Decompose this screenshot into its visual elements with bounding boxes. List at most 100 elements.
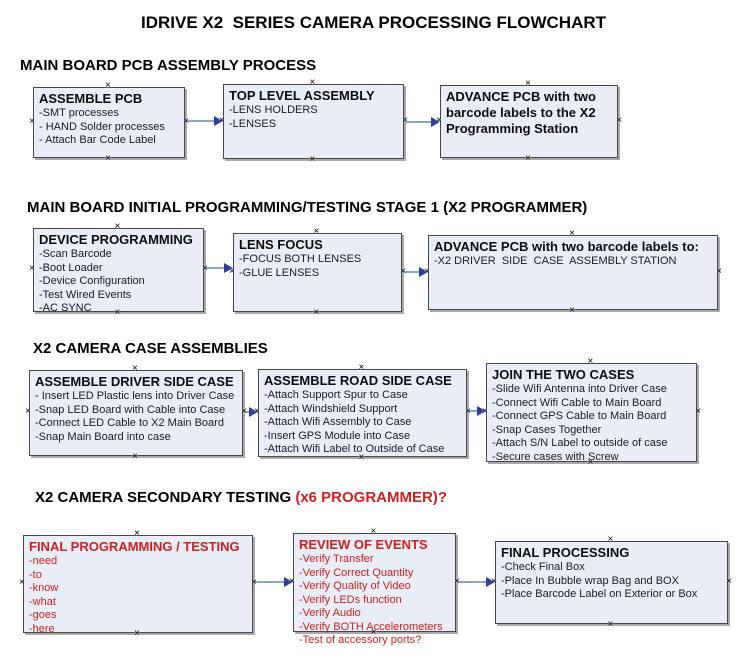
selection-handle-icon[interactable]: × <box>219 114 225 126</box>
box-item: -to <box>29 568 42 581</box>
box-item: -GLUE LENSES <box>239 266 320 279</box>
box-assemble-pcb[interactable]: ASSEMBLE PCB -SMT processes - HAND Solde… <box>29 81 189 164</box>
box-item: -goes <box>29 609 57 621</box>
heading-black-part: X2 CAMERA SECONDARY TESTING <box>35 489 292 506</box>
selection-handle-icon[interactable]: × <box>29 115 35 127</box>
selection-handle-icon[interactable]: × <box>607 619 614 630</box>
box-device-programming[interactable]: DEVICE PROGRAMMING -Scan Barcode -Boot L… <box>29 222 208 318</box>
selection-handle-icon[interactable]: × <box>607 534 614 545</box>
box-item: -Place Barcode Label on Exterior or Box <box>501 588 698 600</box>
flow-arrow[interactable] <box>467 406 486 416</box>
box-title: FINAL PROGRAMMING / TESTING <box>29 539 240 554</box>
selection-handle-icon[interactable]: × <box>251 577 257 588</box>
selection-handle-icon[interactable]: × <box>132 363 138 374</box>
page-title: IDRIVE X2 SERIES CAMERA PROCESSING FLOWC… <box>140 13 607 32</box>
box-title: TOP LEVEL ASSEMBLY <box>229 88 375 103</box>
selection-handle-icon[interactable]: × <box>105 153 111 164</box>
selection-handle-icon[interactable]: × <box>525 78 531 89</box>
selection-handle-icon[interactable]: × <box>569 305 575 316</box>
selection-handle-icon[interactable]: × <box>19 577 25 588</box>
selection-handle-icon[interactable]: × <box>254 406 260 417</box>
selection-handle-icon[interactable]: × <box>132 451 138 462</box>
box-item: -Test Wired Events <box>39 288 132 301</box>
flow-arrow[interactable] <box>185 116 223 126</box>
flow-arrow[interactable] <box>456 577 495 587</box>
selection-handle-icon[interactable]: × <box>229 265 235 277</box>
box-assemble-driver-side-case[interactable]: ASSEMBLE DRIVER SIDE CASE - Insert LED P… <box>25 364 247 462</box>
section-heading-secondary-testing: X2 CAMERA SECONDARY TESTING (x6 PROGRAMM… <box>35 489 447 506</box>
selection-handle-icon[interactable]: × <box>289 575 295 587</box>
arrow-line <box>243 411 251 413</box>
box-advance-pcb-programming-station[interactable]: ADVANCE PCB with two barcode labels to t… <box>436 79 622 164</box>
box-item: -what <box>29 595 56 608</box>
selection-handle-icon[interactable]: × <box>358 362 365 373</box>
box-item: -Attach Support Spur to Case <box>264 389 408 401</box>
box-item: -Verify Audio <box>299 607 361 619</box>
flow-arrow[interactable] <box>402 267 428 277</box>
selection-handle-icon[interactable]: × <box>465 406 471 417</box>
selection-handle-icon[interactable]: × <box>29 263 35 274</box>
selection-handle-icon[interactable]: × <box>491 575 497 587</box>
box-final-programming-testing[interactable]: FINAL PROGRAMMING / TESTING -need -to -k… <box>19 529 257 639</box>
selection-handle-icon[interactable]: × <box>25 406 31 417</box>
box-item: -Secure cases with Screw <box>492 450 619 463</box>
selection-handle-icon[interactable]: × <box>134 628 140 639</box>
flow-arrow[interactable] <box>253 577 293 587</box>
selection-handle-icon[interactable]: × <box>241 406 247 417</box>
selection-handle-icon[interactable]: × <box>400 265 406 277</box>
selection-handle-icon[interactable]: × <box>716 265 722 277</box>
box-item: - Insert LED Plastic lens into Driver Ca… <box>35 390 235 402</box>
selection-handle-icon[interactable]: × <box>402 114 408 126</box>
box-join-the-two-cases[interactable]: JOIN THE TWO CASES -Slide Wifi Antenna i… <box>482 357 701 468</box>
box-item: -Place In Bubble wrap Bag and BOX <box>501 574 679 587</box>
selection-handle-icon[interactable]: × <box>569 228 575 239</box>
selection-handle-icon[interactable]: × <box>587 457 594 468</box>
box-assemble-road-side-case[interactable]: ASSEMBLE ROAD SIDE CASE -Attach Support … <box>254 363 471 463</box>
selection-handle-icon[interactable]: × <box>313 307 320 318</box>
selection-handle-icon[interactable]: × <box>309 77 316 88</box>
box-lens-focus[interactable]: LENS FOCUS -FOCUS BOTH LENSES -GLUE LENS… <box>229 227 406 318</box>
selection-handle-icon[interactable]: × <box>587 356 594 367</box>
box-item: -Test of accessory ports? <box>299 634 422 646</box>
selection-handle-icon[interactable]: × <box>370 627 377 638</box>
box-item: -Connect LED Cable to X2 Main Board <box>35 417 224 429</box>
selection-handle-icon[interactable]: × <box>309 154 316 165</box>
selection-handle-icon[interactable]: × <box>202 263 208 274</box>
selection-handle-icon[interactable]: × <box>134 528 140 539</box>
box-top-level-assembly[interactable]: TOP LEVEL ASSEMBLY -LENS HOLDERS -LENSES… <box>219 78 408 165</box>
flow-arrow[interactable] <box>204 263 233 273</box>
box-item: -Attach Wifi Assembly to Case <box>264 416 412 428</box>
selection-handle-icon[interactable]: × <box>525 153 531 164</box>
arrow-line <box>204 267 226 269</box>
box-item: -LENSES <box>229 117 277 130</box>
box-review-of-events[interactable]: REVIEW OF EVENTS -Verify Transfer -Verif… <box>289 527 460 647</box>
arrow-head-icon <box>419 267 428 277</box>
box-title: ASSEMBLE ROAD SIDE CASE <box>264 373 452 388</box>
flow-arrow[interactable] <box>404 117 440 127</box>
box-title: ADVANCE PCB with two barcode labels to: <box>434 239 699 254</box>
box-item: -Verify Correct Quantity <box>299 566 414 579</box>
selection-handle-icon[interactable]: × <box>114 221 121 232</box>
heading-red-part: (x6 PROGRAMMER)? <box>291 489 447 506</box>
selection-handle-icon[interactable]: × <box>370 526 377 537</box>
selection-handle-icon[interactable]: × <box>424 265 430 277</box>
arrow-head-icon <box>477 406 486 416</box>
selection-handle-icon[interactable]: × <box>695 405 701 417</box>
selection-handle-icon[interactable]: × <box>105 80 111 91</box>
selection-handle-icon[interactable]: × <box>183 115 189 127</box>
flow-arrow[interactable] <box>243 407 258 417</box>
selection-handle-icon[interactable]: × <box>114 307 121 318</box>
selection-handle-icon[interactable]: × <box>313 226 320 237</box>
selection-handle-icon[interactable]: × <box>454 575 460 587</box>
selection-handle-icon[interactable]: × <box>726 575 732 587</box>
box-advance-pcb-case-assembly-station[interactable]: ADVANCE PCB with two barcode labels to: … <box>424 229 722 316</box>
selection-handle-icon[interactable]: × <box>616 114 622 126</box>
box-item: -here <box>29 622 55 635</box>
selection-handle-icon[interactable]: × <box>358 452 365 463</box>
box-final-processing[interactable]: FINAL PROCESSING -Check Final Box -Place… <box>491 535 732 630</box>
box-item: -Attach S/N Label to outside of case <box>492 437 668 449</box>
arrow-line <box>185 120 216 122</box>
selection-handle-icon[interactable]: × <box>482 405 488 417</box>
arrow-head-icon <box>284 577 293 587</box>
selection-handle-icon[interactable]: × <box>436 114 442 126</box>
